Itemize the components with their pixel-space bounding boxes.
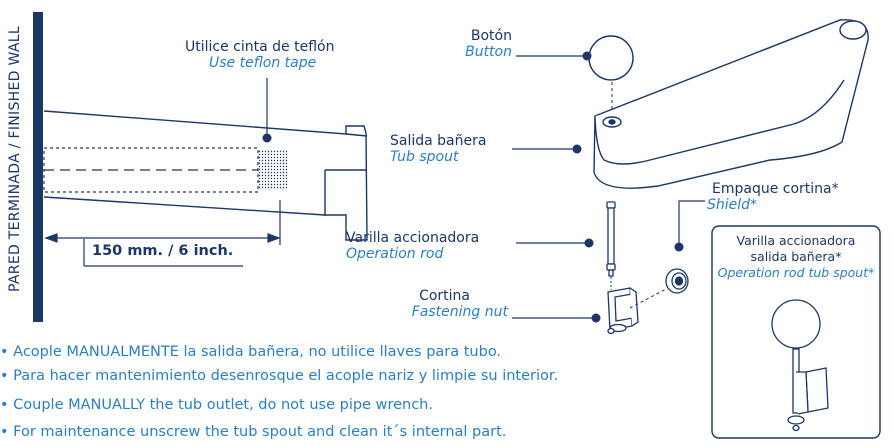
button-label: Botón Button [455, 28, 512, 60]
button-part [588, 35, 634, 81]
spout-label-en: Tub spout [390, 149, 459, 165]
note-3: • Couple MANUALLY the tub outlet, do not… [0, 397, 433, 413]
rod-label-es: Varilla accionadora [346, 230, 480, 246]
teflon-thread [258, 150, 288, 190]
nut-label-es: Cortina [419, 288, 470, 304]
inset-label-line1: Varilla accionadora [736, 233, 856, 248]
operation-rod-part [606, 201, 616, 277]
teflon-label: Utilice cinta de teflón Use teflon tape [185, 39, 334, 71]
button-label-en: Button [465, 44, 512, 60]
tub-spout-part [593, 19, 869, 189]
note-1: • Acople MANUALMENTE la salida bañera, n… [0, 344, 502, 360]
nut-label-en: Fastening nut [411, 304, 508, 320]
spout-label-es: Salida bañera [390, 133, 487, 149]
teflon-label-es: Utilice cinta de teflón [185, 39, 335, 55]
pipe-nipple [43, 147, 288, 193]
rod-label-en: Operation rod [346, 246, 444, 262]
inset-label-line2: salida bañera* [750, 249, 842, 264]
measure-label: 150 mm. / 6 inch. [92, 243, 234, 259]
teflon-label-en: Use teflon tape [209, 55, 317, 71]
teflon-leader-dot [262, 133, 272, 143]
inset-label-line3: Operation rod tub spout* [717, 265, 875, 280]
shield-label-es: Empaque cortina* [712, 181, 839, 197]
nut-label: Cortina Fastening nut [408, 288, 508, 320]
rod-label: Varilla accionadora Operation rod [346, 230, 479, 262]
shield-label: Empaque cortina* Shield* [707, 181, 839, 213]
note-2: • Para hacer mantenimiento desenrosque e… [0, 368, 559, 384]
shield-label-en: Shield* [707, 197, 758, 213]
inset-rod-assembly [771, 299, 829, 432]
button-label-es: Botón [470, 28, 512, 44]
dimension-line [44, 200, 281, 267]
fastening-nut-part [607, 287, 639, 335]
spout-label: Salida bañera Tub spout [390, 133, 486, 165]
shield-part [665, 268, 689, 294]
note-4: • For maintenance unscrew the tub spout … [0, 424, 507, 440]
inset-label: Varilla accionadora salida bañera* Opera… [712, 233, 880, 281]
finished-wall-bar [33, 12, 43, 322]
